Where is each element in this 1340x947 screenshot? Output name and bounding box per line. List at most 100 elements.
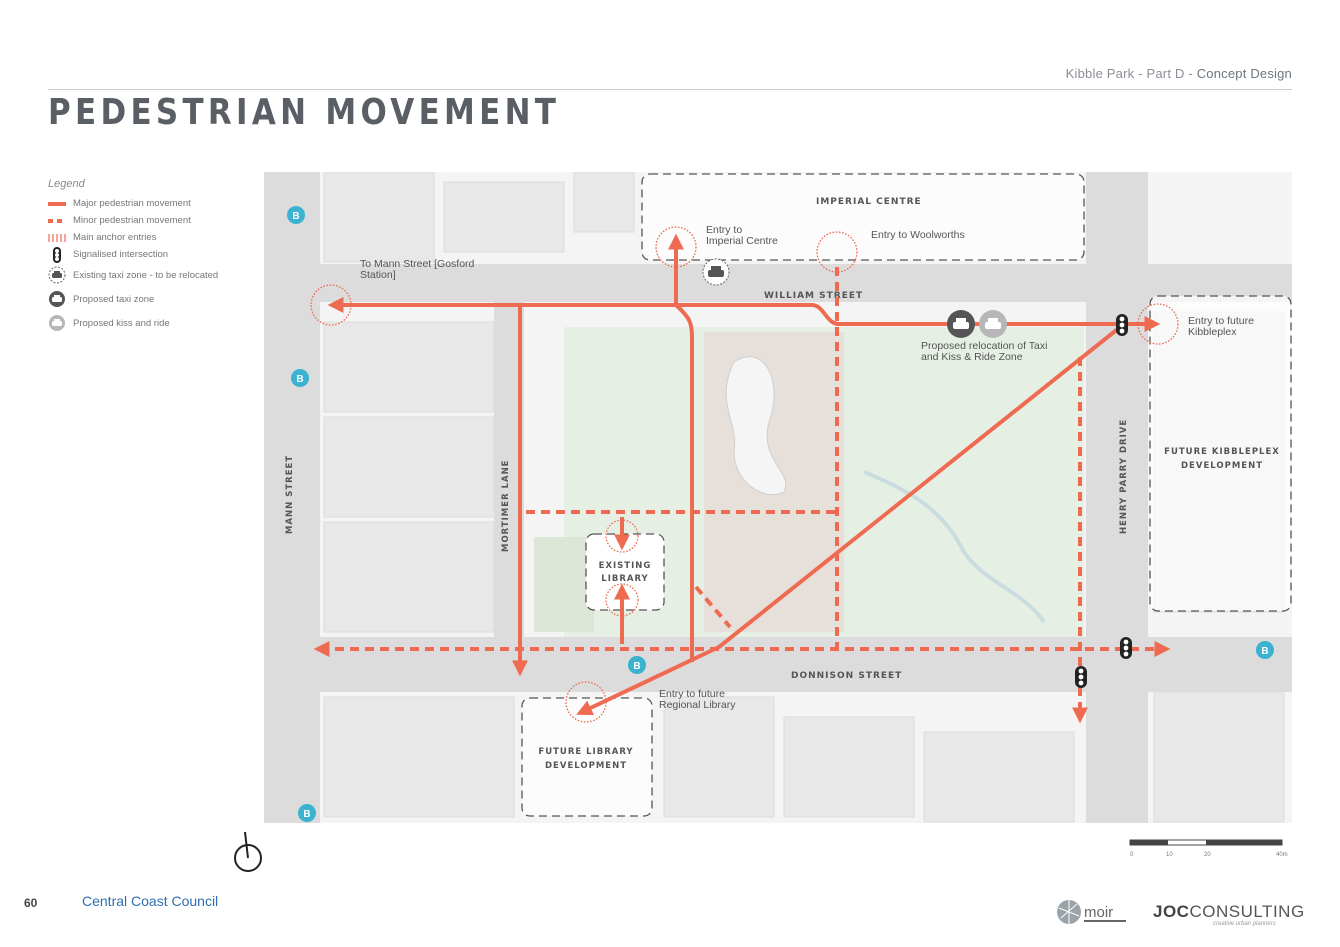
legend-label: Signalised intersection: [73, 249, 169, 260]
bus-stop-icon: B: [287, 206, 305, 224]
north-arrow-icon: [234, 832, 262, 872]
kibbleplex-label-1: FUTURE KIBBLEPLEX: [1164, 447, 1280, 457]
existing-library-outline: [585, 533, 665, 611]
entry-woolworths-label: Entry to Woolworths: [871, 229, 965, 241]
legend-item: Proposed kiss and ride: [48, 311, 268, 335]
water-feature: [863, 470, 1046, 624]
taxi-relocation-label-1: Proposed relocation of Taxi: [921, 340, 1047, 352]
project-name: Kibble Park - Part D: [1065, 66, 1185, 81]
map-legend: Legend Major pedestrian movement Minor p…: [48, 178, 268, 335]
imperial-centre-outline: [641, 173, 1085, 261]
moir-logo-text: moir: [1084, 904, 1113, 921]
imperial-centre-label: IMPERIAL CENTRE: [816, 197, 922, 207]
major-route-diagonal: [576, 322, 1126, 716]
anchor-entry-library-north: [605, 519, 639, 553]
entry-regional-library-label-2: Regional Library: [659, 699, 736, 711]
bus-stop-icon: B: [1256, 641, 1274, 659]
header-subtitle: Kibble Park - Part D - Concept Design: [1066, 66, 1292, 81]
anchor-entry-mann: [310, 284, 352, 326]
svg-text:B: B: [292, 211, 299, 222]
library-garden: [534, 537, 594, 632]
anchor-entry-imperial: [655, 226, 697, 268]
legend-label: Main anchor entries: [73, 232, 157, 243]
taxi-proposed-icon: [947, 310, 975, 338]
bus-stop-icon: B: [291, 369, 309, 387]
bus-stop-icon: B: [628, 656, 646, 674]
mortimer-lane-label: MORTIMER LANE: [501, 460, 511, 553]
legend-item: Existing taxi zone - to be relocated: [48, 263, 268, 287]
hatch-icon: [48, 231, 66, 245]
entry-regional-library-label-1: Entry to future: [659, 688, 725, 700]
traffic-light-icon: [48, 246, 66, 263]
joc-logo: JOCCONSULTING: [1153, 902, 1305, 922]
scale-bar: 0 10 20 40m: [1129, 839, 1288, 858]
bus-stop-icon: B: [298, 804, 316, 822]
william-street-label: WILLIAM STREET: [764, 291, 863, 301]
future-library-label-1: FUTURE LIBRARY: [538, 747, 633, 757]
entry-imperial-label-1: Entry to: [706, 224, 742, 236]
svg-text:B: B: [1261, 646, 1268, 657]
existing-library-label-2: LIBRARY: [601, 574, 648, 584]
legend-label: Major pedestrian movement: [73, 198, 191, 209]
kiss-ride-icon: [48, 315, 66, 331]
legend-item: Minor pedestrian movement: [48, 212, 268, 229]
scale-label: 0: [1130, 852, 1134, 858]
donnison-street-label: DONNISON STREET: [791, 671, 902, 681]
moir-logo: moir: [1057, 900, 1126, 924]
kibbleplex-outline: [1149, 295, 1292, 612]
anchor-entry-woolworths: [816, 231, 858, 273]
organisation-name: Central Coast Council: [82, 893, 219, 909]
dashed-line-icon: [48, 214, 66, 228]
taxi-existing-icon: [702, 258, 730, 286]
header-rule: [48, 89, 1292, 90]
legend-item: Signalised intersection: [48, 246, 268, 263]
legend-label: Existing taxi zone - to be relocated: [73, 269, 219, 281]
taxi-relocation-label-2: and Kiss & Ride Zone: [921, 351, 1023, 363]
svg-text:B: B: [633, 661, 640, 672]
future-library-label-2: DEVELOPMENT: [545, 761, 627, 771]
svg-text:B: B: [303, 809, 310, 820]
traffic-light-icon: [1116, 314, 1128, 336]
joc-logo-bold: JOC: [1153, 902, 1190, 921]
legend-item: Proposed taxi zone: [48, 287, 268, 311]
page-number: 60: [24, 896, 38, 910]
taxi-proposed-icon: [48, 291, 66, 307]
legend-item: Main anchor entries: [48, 229, 268, 246]
traffic-light-icon: [1120, 637, 1132, 659]
anchor-entry-kibbleplex: [1137, 303, 1179, 345]
to-mann-street-label-2: Station]: [360, 269, 396, 281]
future-library-outline: [521, 697, 653, 817]
page-title: PEDESTRIAN MOVEMENT: [48, 92, 561, 133]
solid-line-icon: [48, 197, 66, 211]
kibbleplex-label-2: DEVELOPMENT: [1181, 461, 1263, 471]
anchor-entry-library-south: [605, 583, 639, 617]
major-route-william-east: [811, 303, 1161, 332]
site-map: WILLIAM STREET DONNISON STREET MANN STRE…: [264, 172, 1292, 823]
anchor-entry-future-library: [565, 681, 607, 723]
to-mann-street-label-1: To Mann Street [Gosford: [360, 258, 475, 270]
major-route-central-spine: [674, 303, 694, 662]
joc-logo-tagline: creative urban planners: [1213, 921, 1276, 927]
existing-library-label-1: EXISTING: [599, 561, 652, 571]
kiss-ride-icon: [979, 310, 1007, 338]
legend-title: Legend: [48, 178, 85, 190]
legend-item: Major pedestrian movement: [48, 195, 268, 212]
entry-imperial-label-2: Imperial Centre: [706, 235, 778, 247]
legend-label: Proposed kiss and ride: [73, 317, 170, 329]
entry-kibbleplex-label-2: Kibbleplex: [1188, 326, 1237, 338]
minor-route-diagonal-stub: [694, 585, 732, 629]
traffic-light-icon: [1075, 666, 1087, 688]
park-pavilion: [725, 356, 787, 496]
header-separator: -: [1184, 66, 1197, 81]
legend-label: Minor pedestrian movement: [73, 215, 191, 226]
legend-label: Proposed taxi zone: [73, 293, 155, 305]
mann-street-label: MANN STREET: [285, 455, 295, 534]
scale-label: 10: [1166, 852, 1173, 858]
svg-text:B: B: [296, 374, 303, 385]
entry-kibbleplex-label-1: Entry to future: [1188, 315, 1254, 327]
scale-label: 40m: [1276, 852, 1288, 858]
joc-logo-rest: CONSULTING: [1189, 902, 1305, 921]
henry-parry-drive-label: HENRY PARRY DRIVE: [1119, 419, 1129, 534]
scale-label: 20: [1204, 852, 1211, 858]
taxi-existing-icon: [48, 266, 66, 284]
